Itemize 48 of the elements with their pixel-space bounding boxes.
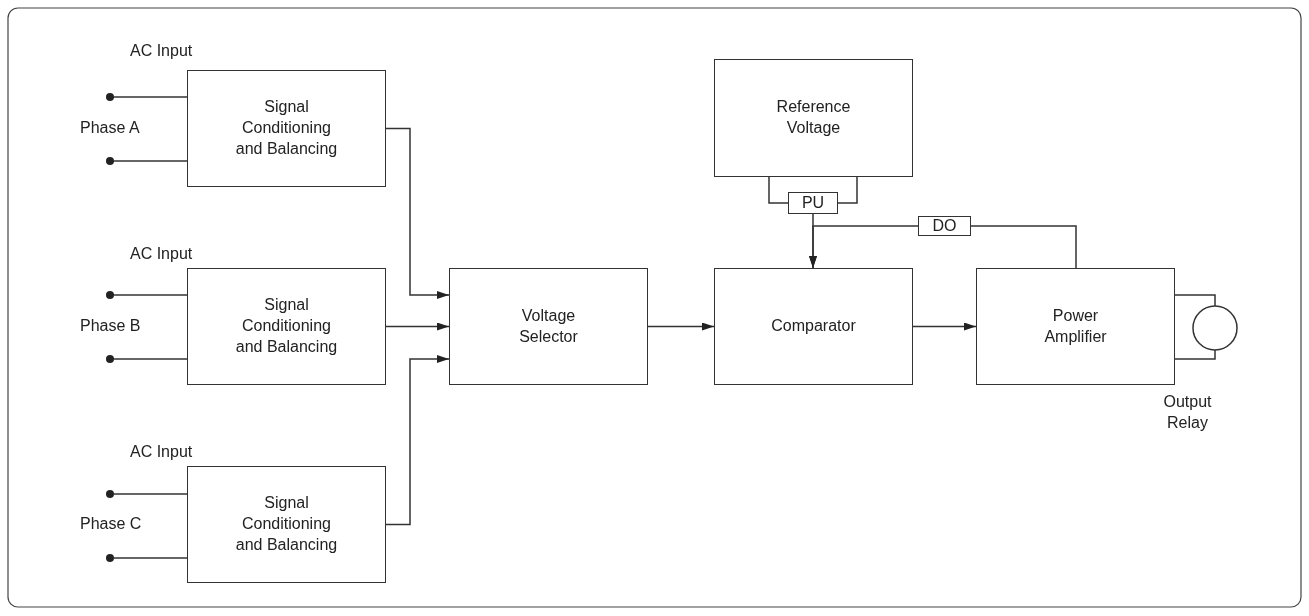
process-box [449, 268, 648, 385]
arrow [385, 355, 450, 526]
phase-label: Phase C [80, 515, 142, 533]
box-label: Voltage Selector [518, 305, 579, 347]
terminal-dot [106, 490, 114, 498]
relay-label: Output Relay [1162, 392, 1213, 433]
terminal-dot [106, 554, 114, 562]
connector-line [837, 176, 858, 204]
box-label: Signal Conditioning and Balancing [234, 97, 339, 159]
box-label: Signal Conditioning and Balancing [234, 493, 339, 555]
connector-line [113, 358, 188, 360]
process-box [187, 268, 386, 385]
connector-line [113, 557, 188, 559]
terminal-dot [106, 93, 114, 101]
terminal-dot [106, 355, 114, 363]
process-box [187, 70, 386, 187]
connector-line [1174, 294, 1216, 307]
connector-line [1174, 349, 1216, 360]
connector-line [970, 225, 1077, 269]
connector-line [113, 493, 188, 495]
box-label: Reference Voltage [775, 97, 852, 138]
arrow [912, 322, 977, 331]
process-box [714, 59, 913, 177]
process-box [976, 268, 1175, 385]
arrow [809, 225, 919, 269]
process-box [714, 268, 913, 385]
box-label: PU [801, 195, 825, 211]
box-label: Power Amplifier [1043, 305, 1108, 347]
setting-box [788, 192, 838, 214]
box-label: DO [932, 218, 957, 234]
terminal-dot [106, 291, 114, 299]
process-box [187, 466, 386, 583]
arrow [385, 322, 450, 331]
box-label: Comparator [770, 316, 857, 337]
connector-line [113, 160, 188, 162]
arrow [647, 322, 715, 331]
arrow [385, 127, 450, 299]
box-label: Signal Conditioning and Balancing [234, 295, 339, 357]
setting-box [918, 216, 971, 236]
phase-label: Phase A [80, 119, 140, 137]
connector-line [113, 96, 188, 98]
terminal-dot [106, 157, 114, 165]
connector-line [113, 294, 188, 296]
connector-line [768, 176, 789, 204]
input-label: AC Input [130, 443, 193, 461]
phase-label: Phase B [80, 317, 141, 335]
input-label: AC Input [130, 245, 193, 263]
input-label: AC Input [130, 42, 193, 60]
